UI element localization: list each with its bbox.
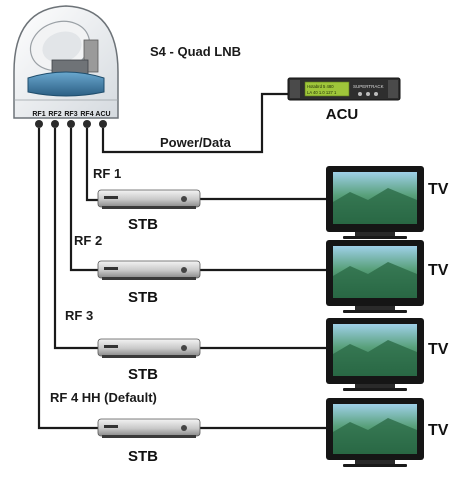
tv2-label: TV: [428, 262, 449, 279]
acu-brand: SUPERTRACK: [353, 84, 384, 89]
port-label-rf1: RF1: [32, 111, 45, 118]
antenna-radome: [13, 5, 119, 119]
rf3-cable: [53, 128, 100, 350]
tv-2: [326, 240, 424, 313]
power-data-label: Power/Data: [160, 135, 232, 150]
port-connector-rf4: [83, 120, 91, 128]
tv1-label: TV: [428, 181, 449, 198]
tv4-label: TV: [428, 422, 449, 439]
rf-ports: RF1 RF2 RF3 RF4 ACU: [32, 111, 111, 128]
rf1-cable: [85, 128, 100, 202]
acu-screen-line1: Hotabrd 5 480: [307, 84, 334, 89]
tv-4: [326, 398, 424, 467]
acu-screen-line2: LA 40 1.0 127 1: [307, 90, 337, 95]
antenna-title: S4 - Quad LNB: [150, 44, 241, 59]
rf3-label: RF 3: [65, 308, 93, 323]
rf4-label: RF 4 HH (Default): [50, 390, 157, 405]
stb1-label: STB: [128, 216, 158, 233]
stb3-label: STB: [128, 366, 158, 383]
acu-label: ACU: [326, 106, 359, 123]
power-data-cable: [101, 92, 290, 154]
port-label-acu: ACU: [95, 111, 110, 118]
tv-3: [326, 318, 424, 391]
rf2-label: RF 2: [74, 233, 102, 248]
port-connector-rf2: [51, 120, 59, 128]
acu-unit: Hotabrd 5 480 LA 40 1.0 127 1 SUPERTRACK: [287, 77, 401, 101]
stb4-label: STB: [128, 448, 158, 465]
stb2-label: STB: [128, 289, 158, 306]
tv3-label: TV: [428, 341, 449, 358]
set-top-box-3: [97, 338, 201, 358]
acu-screen: [304, 81, 350, 97]
port-connector-rf3: [67, 120, 75, 128]
port-connector-rf1: [35, 120, 43, 128]
port-connector-acu: [99, 120, 107, 128]
tv-1: [326, 166, 424, 239]
cabling: [37, 92, 326, 430]
set-top-box-4: [97, 418, 201, 438]
rf4-cable: [37, 128, 100, 430]
set-top-box-1: [97, 189, 201, 209]
rf2-cable: [69, 128, 100, 272]
port-label-rf4: RF4: [80, 111, 93, 118]
set-top-box-2: [97, 260, 201, 280]
rf1-label: RF 1: [93, 166, 121, 181]
port-label-rf3: RF3: [64, 111, 77, 118]
port-label-rf2: RF2: [48, 111, 61, 118]
